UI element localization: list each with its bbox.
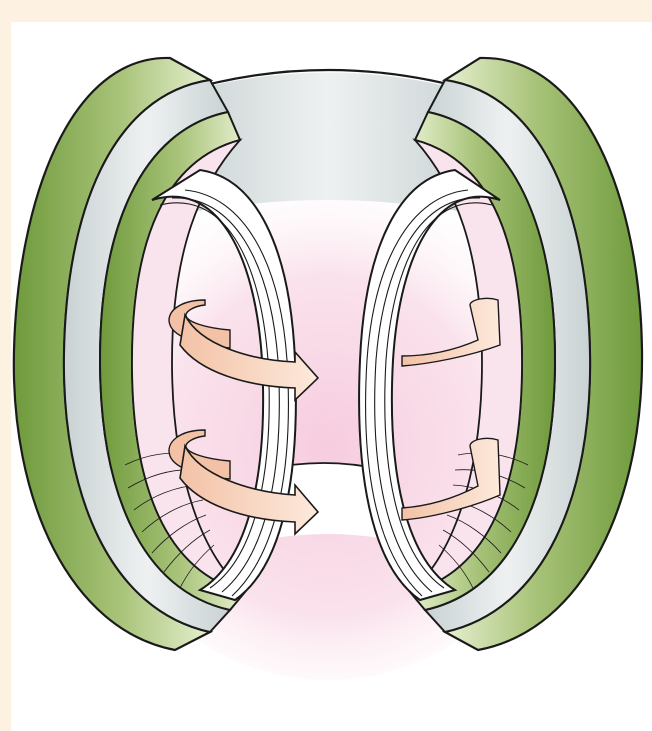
figure-canvas [0, 0, 652, 731]
torus-coil-diagram [0, 0, 652, 731]
